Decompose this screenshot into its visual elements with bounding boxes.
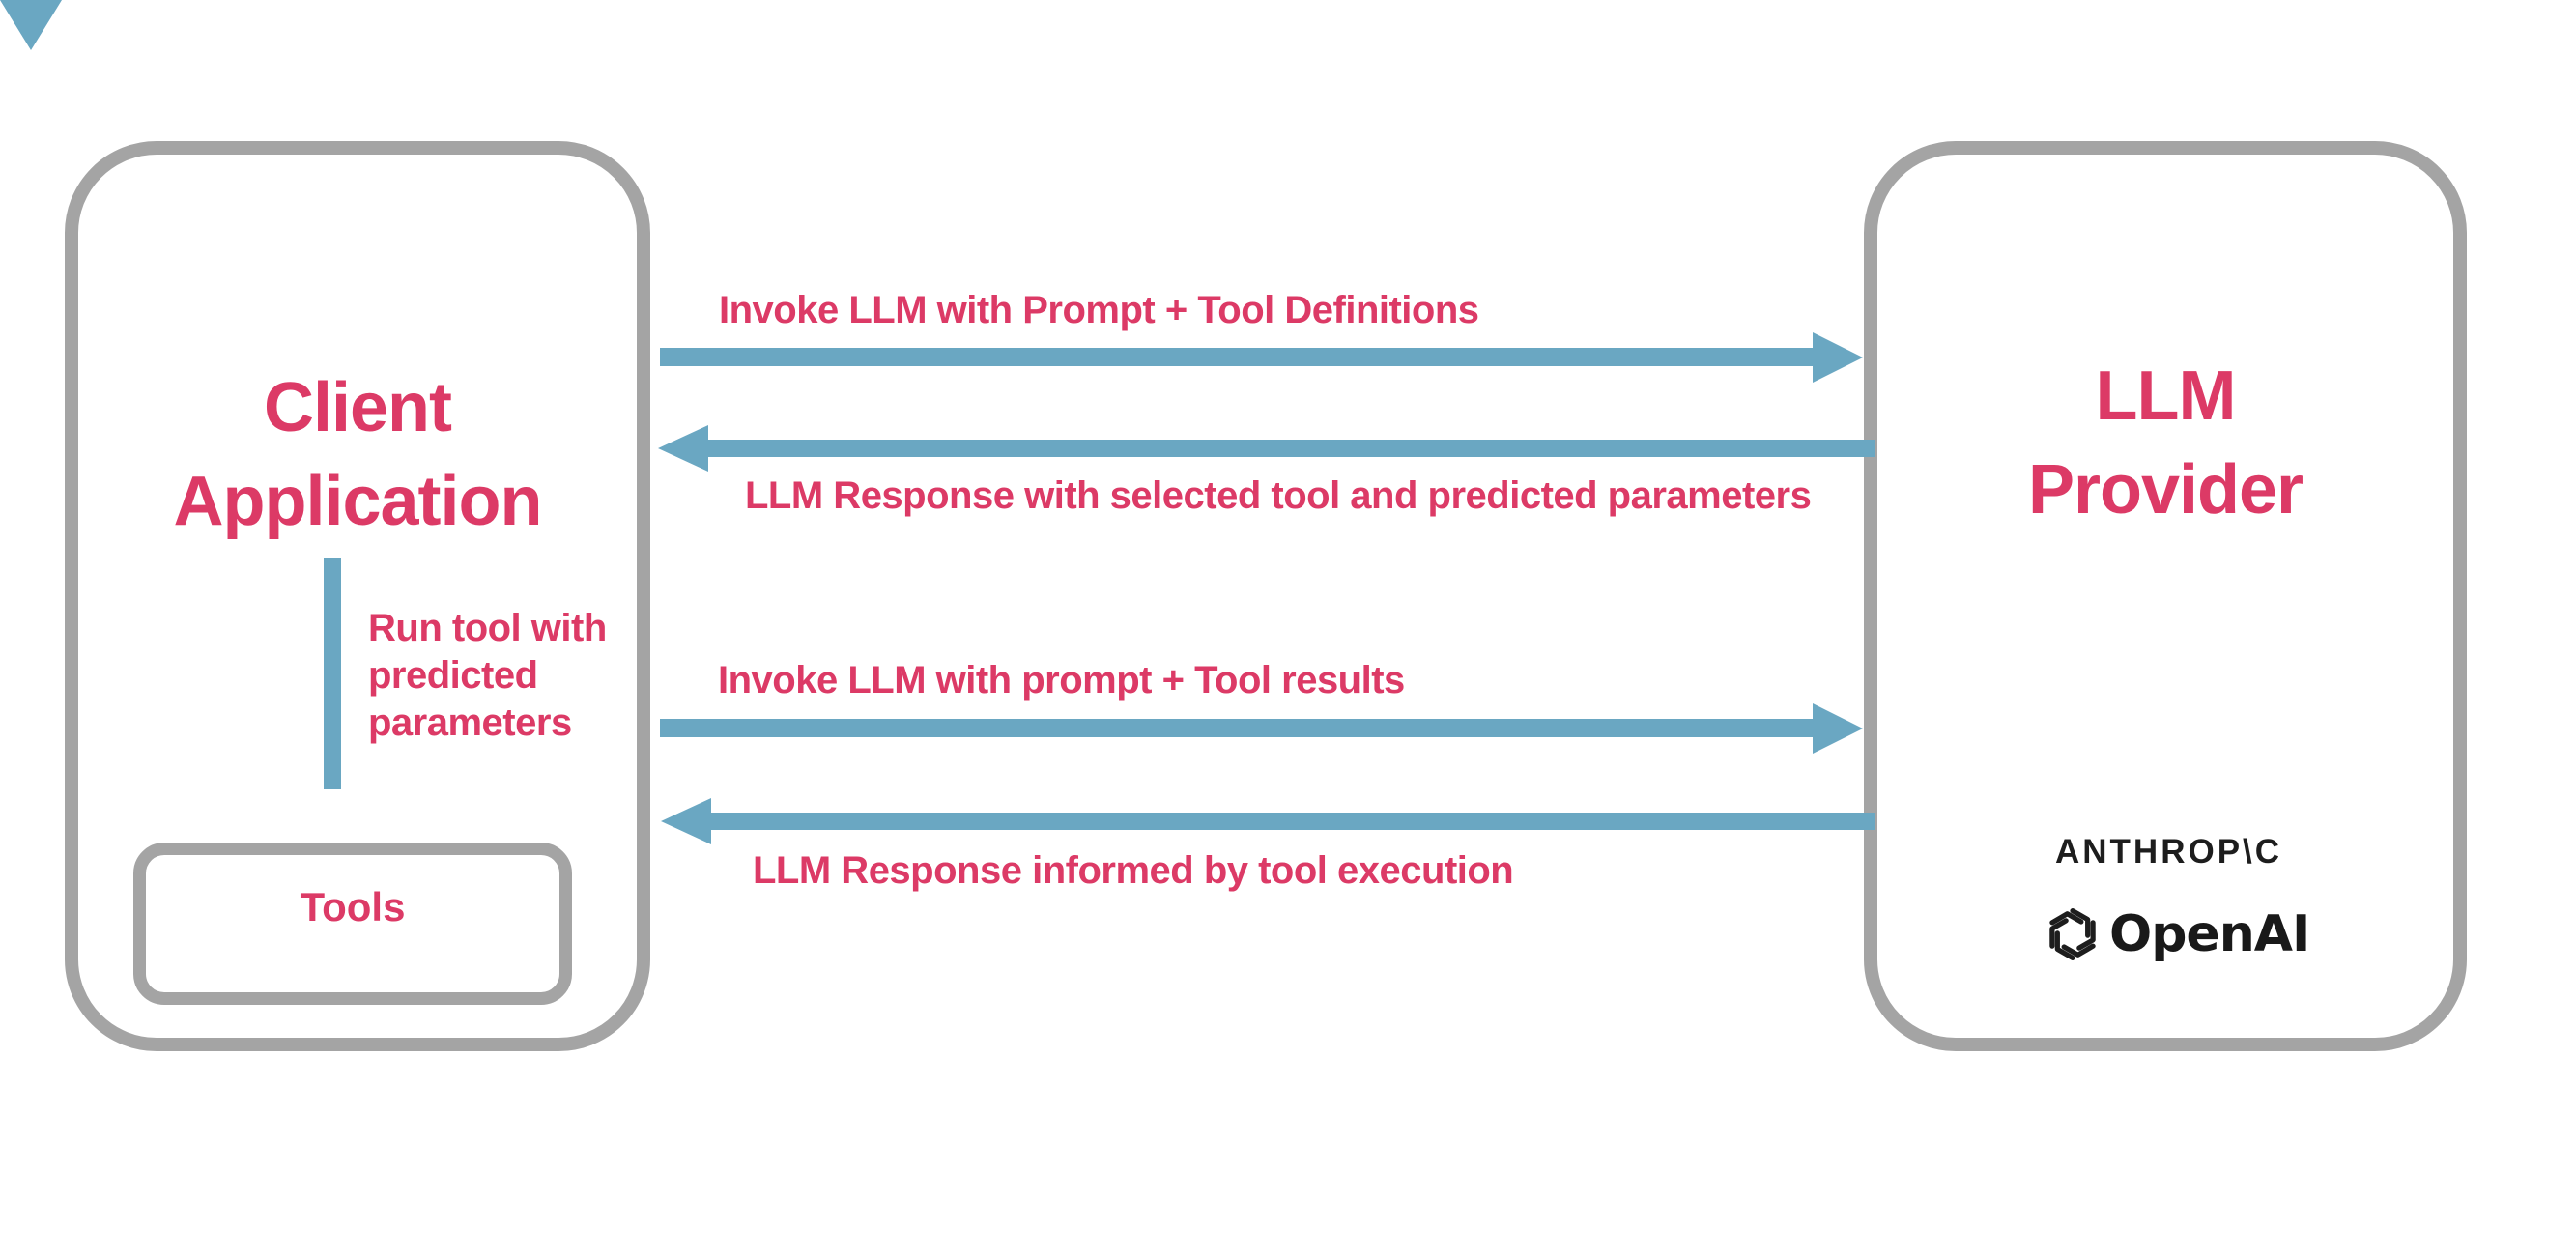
tools-label: Tools [300, 884, 406, 929]
arrow-right-3-body [660, 719, 1813, 737]
arrow-left-4-body [711, 813, 1875, 830]
run-tool-note: Run tool with predicted parameters [368, 607, 607, 744]
openai-logo: OpenAI [2045, 904, 2310, 964]
anthropic-wordmark: ANTHROP\C [2055, 833, 2283, 871]
arrow-left-2-head-icon [658, 425, 708, 472]
arrow-left-2-body [708, 440, 1875, 457]
message-label-response-selected-tool: LLM Response with selected tool and pred… [745, 474, 1812, 517]
message-label-response-informed: LLM Response informed by tool execution [753, 849, 1514, 892]
tools-box [133, 843, 572, 1005]
run-tool-arrow-shaft [324, 558, 341, 789]
run-tool-arrow-head-down-icon [0, 0, 62, 50]
arrow-right-1-head-icon [1813, 332, 1863, 383]
openai-hexknot-icon [2049, 908, 2096, 960]
client-application-title: Client Application [173, 369, 543, 540]
arrow-right-3-head-icon [1813, 703, 1863, 754]
arrow-right-1-body [660, 348, 1815, 366]
openai-wordmark: OpenAI [2109, 905, 2310, 963]
llm-provider-title: LLM Provider [2027, 357, 2304, 529]
message-label-invoke-with-results: Invoke LLM with prompt + Tool results [718, 659, 1405, 701]
message-label-invoke-with-definitions: Invoke LLM with Prompt + Tool Definition… [719, 289, 1479, 331]
arrow-left-4-head-icon [661, 798, 711, 844]
